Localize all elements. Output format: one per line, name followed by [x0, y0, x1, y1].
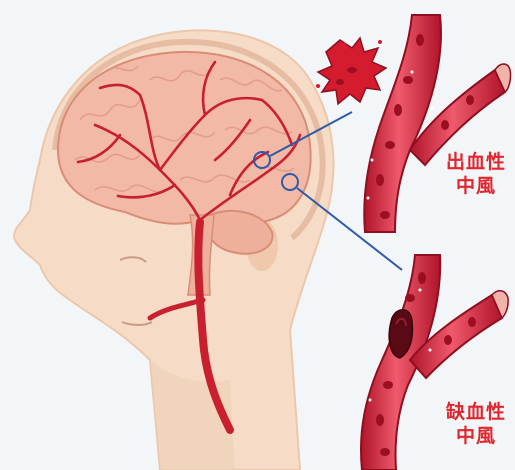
hemorrhagic-label-line1: 出血性: [436, 150, 515, 174]
vessel-hemorrhagic: [316, 15, 511, 232]
hemorrhagic-label-line2: 中風: [436, 174, 515, 198]
ischemic-label-line2: 中風: [436, 424, 515, 448]
hemorrhagic-stroke-label: 出血性 中風: [436, 150, 515, 198]
ischemic-label-line1: 缺血性: [436, 400, 515, 424]
ischemic-stroke-label: 缺血性 中風: [436, 400, 515, 448]
